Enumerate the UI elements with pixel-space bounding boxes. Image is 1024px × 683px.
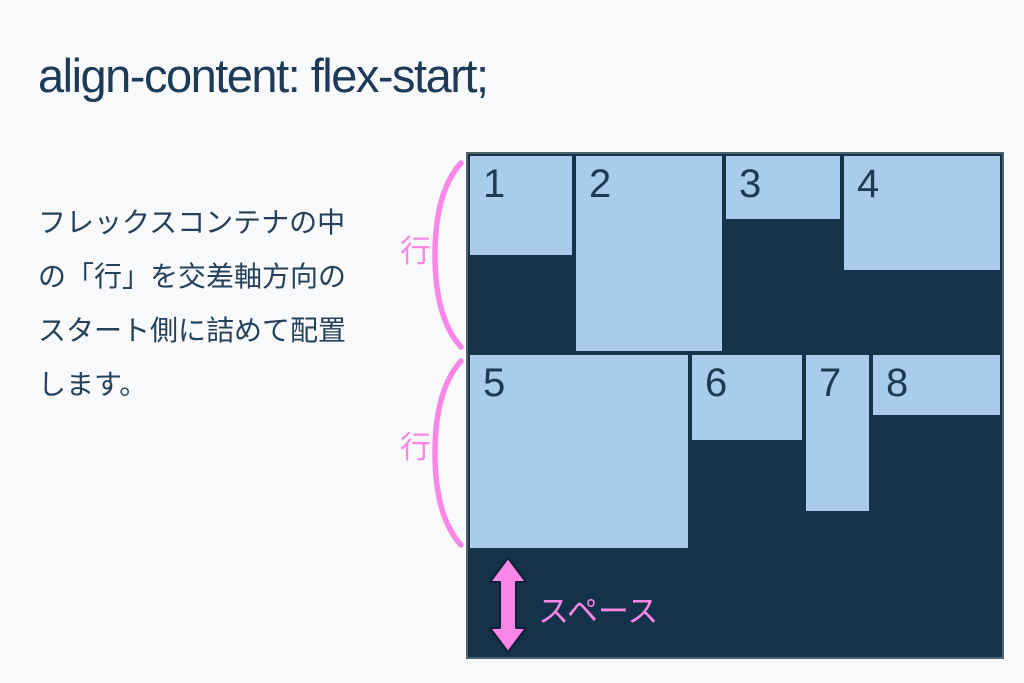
- flex-item-4: 4: [842, 154, 1002, 272]
- row-label: 行: [400, 430, 431, 465]
- space-arrow-icon: [489, 557, 527, 653]
- flex-item-7: 7: [804, 353, 871, 513]
- flex-item-5: 5: [468, 353, 690, 550]
- flex-item-2: 2: [574, 154, 724, 353]
- row-bracket-icon: [432, 160, 464, 350]
- page-title: align-content: flex-start;: [38, 49, 489, 102]
- description-line: フレックスコンテナの中: [38, 207, 346, 238]
- flex-item-8: 8: [871, 353, 1002, 417]
- description-text: フレックスコンテナの中 の「行」を交差軸方向の スタート側に詰めて配置 します。: [38, 196, 428, 412]
- description-line: スタート側に詰めて配置: [38, 315, 347, 346]
- description-line: の「行」を交差軸方向の: [38, 261, 347, 292]
- flex-item-3: 3: [724, 154, 842, 221]
- flex-container: 1 2 3 4 5 6 7 8: [466, 152, 1004, 659]
- description-line: します。: [38, 369, 148, 400]
- row-label: 行: [400, 234, 431, 269]
- row-bracket-icon: [432, 358, 464, 548]
- flex-item-6: 6: [690, 353, 804, 442]
- flex-item-1: 1: [468, 154, 574, 257]
- space-label: スペース: [538, 594, 659, 629]
